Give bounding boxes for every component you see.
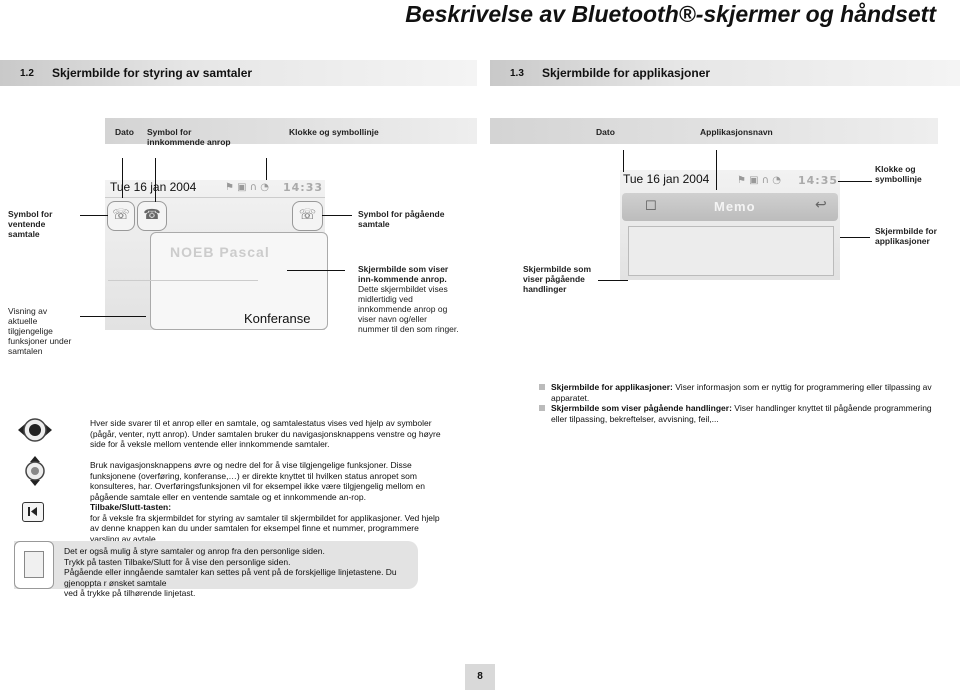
incoming-popup xyxy=(150,232,328,330)
label-incoming-screen: Skjermbilde som viser inn-kommende anrop… xyxy=(358,264,460,334)
conference-key[interactable]: Konferanse xyxy=(244,311,311,326)
label-functions: Visning av aktuelle tilgjengelige funksj… xyxy=(8,306,72,356)
label-date: Dato xyxy=(115,127,134,137)
incoming-screen-text: Dette skjermbildet vises midlertidig ved… xyxy=(358,284,459,334)
note-icon xyxy=(24,551,44,578)
label-ongoing-symbol: Symbol for pågående samtale xyxy=(358,209,445,229)
nav-left-right-icon xyxy=(17,413,53,447)
app-title: Memo xyxy=(714,199,756,214)
note-text: Det er også mulig å styre samtaler og an… xyxy=(64,546,416,599)
nav-left-right-text: Hver side svarer til et anrop eller en s… xyxy=(90,418,441,449)
back-end-key-icon xyxy=(22,502,44,522)
nav-up-down-text: Bruk navigasjonsknappens øvre og nedre d… xyxy=(90,460,425,502)
section-number: 1.2 xyxy=(20,67,34,79)
label-actions-screen: Skjermbilde som viser pågående handlinge… xyxy=(523,264,592,294)
label-date-right: Dato xyxy=(596,127,615,137)
section-title: Skjermbilde for styring av samtaler xyxy=(52,66,253,80)
app-title-bar xyxy=(622,193,838,221)
note-box xyxy=(14,541,418,589)
note-line: Trykk på tasten Tilbake/Slutt for å vise… xyxy=(64,556,291,567)
app-icon: ☐ xyxy=(645,199,657,214)
label-clock-right: Klokke og symbollinje xyxy=(875,164,922,184)
section-title: Skjermbilde for applikasjoner xyxy=(542,66,711,80)
bullet-item: Skjermbilde for applikasjoner: Viser inf… xyxy=(551,382,946,403)
clock-display: 14:33 xyxy=(283,181,324,194)
bullet-title: Skjermbilde som viser pågående handlinge… xyxy=(551,403,732,413)
header-bar-right xyxy=(490,118,938,144)
label-waiting-symbol: Symbol for ventende samtale xyxy=(8,209,53,239)
back-arrow-icon[interactable]: ↩ xyxy=(815,197,827,213)
bullet-marker xyxy=(539,384,545,390)
status-icons-right: ⚑ ▣ ∩ ◔ xyxy=(737,175,781,186)
bullet-marker xyxy=(539,405,545,411)
label-clock: Klokke og symbollinje xyxy=(289,127,379,137)
bullet-item: Skjermbilde som viser pågående handlinge… xyxy=(551,403,946,424)
section-bar-left: 1.2 Skjermbilde for styring av samtaler xyxy=(0,60,477,86)
bullet-text: Viser handlinger knyttet til pågående pr… xyxy=(551,403,932,424)
back-key-text: Tilbake/Slutt-tasten: for å veksle fra s… xyxy=(90,502,450,544)
waiting-call-tab[interactable]: ☏ xyxy=(107,201,135,231)
ongoing-call-tab[interactable]: ☏ xyxy=(292,201,323,231)
clock-display-right: 14:35 xyxy=(798,174,839,187)
nav-up-down-icon xyxy=(21,455,49,487)
label-app-screen: Skjermbilde for applikasjoner xyxy=(875,226,937,246)
page-title: Beskrivelse av Bluetooth®-skjermer og hå… xyxy=(405,1,936,27)
bullet-text: Viser informasjon som er nyttig for prog… xyxy=(551,382,932,403)
note-line: Det er også mulig å styre samtaler og an… xyxy=(64,546,325,556)
back-key-title: Tilbake/Slutt-tasten: xyxy=(90,502,172,512)
incoming-call-icon: ☎ xyxy=(143,207,161,223)
date-text: Tue 16 jan 2004 xyxy=(110,180,197,194)
incoming-call-tab[interactable]: ☎ xyxy=(137,201,167,231)
page-number: 8 xyxy=(465,664,495,690)
section-number: 1.3 xyxy=(510,67,524,79)
incoming-screen-bold: Skjermbilde som viser inn-kommende anrop… xyxy=(358,264,449,284)
bullet-title: Skjermbilde for applikasjoner: xyxy=(551,382,673,392)
caller-name: NOEB Pascal xyxy=(170,244,270,260)
section-bar-right: 1.3 Skjermbilde for applikasjoner xyxy=(490,60,960,86)
divider xyxy=(105,197,325,198)
ongoing-call-icon: ☏ xyxy=(298,207,317,223)
label-app-name: Applikasjonsnavn xyxy=(700,127,773,137)
note-line: ved å trykke på tilhørende linjetast. xyxy=(64,588,196,598)
label-incoming-symbol: Symbol for innkommende anrop xyxy=(147,127,231,147)
function-area xyxy=(108,280,258,320)
app-content xyxy=(628,226,834,276)
header-bar-left xyxy=(105,118,477,144)
date-text-right: Tue 16 jan 2004 xyxy=(623,172,710,186)
note-line: Pågående eller inngående samtaler kan se… xyxy=(64,567,397,588)
status-icons: ⚑ ▣ ∩ ◔ xyxy=(225,182,269,193)
waiting-call-icon: ☏ xyxy=(112,207,130,223)
back-key-desc: for å veksle fra skjermbildet for styrin… xyxy=(90,512,440,544)
